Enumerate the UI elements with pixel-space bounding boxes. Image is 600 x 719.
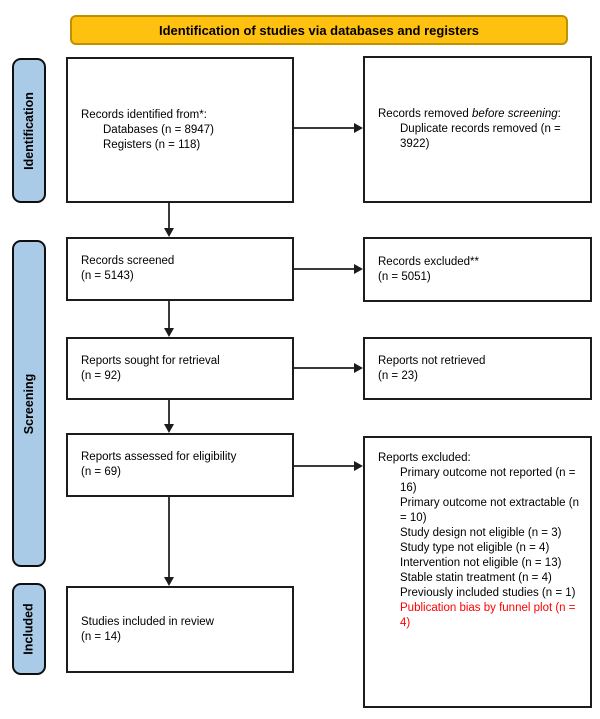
box-records-removed: Records removed before screening: Duplic…	[363, 56, 592, 203]
box-sub-item: Duplicate records removed (n = 3922)	[400, 123, 561, 150]
arrow-down-line-1	[168, 203, 170, 230]
box-line: (n = 14)	[81, 630, 121, 643]
arrow-down-line-4	[168, 497, 170, 578]
box-line: (n = 5143)	[81, 270, 134, 282]
box-line: (n = 92)	[81, 369, 121, 382]
arrow-down-line-3	[168, 400, 170, 425]
phase-label-screening: Screening	[22, 373, 36, 434]
box-line: Reports sought for retrieval	[81, 354, 220, 367]
arrow-right-head-2-icon	[354, 264, 363, 274]
phase-bar-screening: Screening	[12, 240, 46, 567]
box-line: (n = 23)	[378, 369, 418, 382]
arrow-down-head-3-icon	[164, 424, 174, 433]
phase-label-included: Included	[22, 603, 36, 655]
arrow-down-head-4-icon	[164, 577, 174, 586]
excluded-reason-item: Stable statin treatment (n = 4)	[400, 572, 552, 584]
box-title: Reports excluded:	[378, 452, 471, 464]
box-line: Records screened	[81, 255, 175, 267]
box-reports-assessed: Reports assessed for eligibility (n = 69…	[66, 433, 294, 497]
box-line: Records excluded**	[378, 255, 480, 268]
box-title-italic: before screening	[471, 108, 558, 120]
box-records-excluded: Records excluded** (n = 5051)	[363, 237, 592, 302]
box-title: Records identified from*:	[81, 108, 207, 121]
box-title-text: :	[557, 108, 561, 120]
box-reports-not-retrieved: Reports not retrieved (n = 23)	[363, 337, 592, 400]
box-line: (n = 69)	[81, 466, 121, 478]
box-records-identified: Records identified from*: Databases (n =…	[66, 57, 294, 203]
box-line: Reports assessed for eligibility	[81, 451, 237, 463]
excluded-reason-item: Study type not eligible (n = 4)	[400, 542, 550, 554]
box-line: (n = 5051)	[378, 270, 431, 283]
box-reports-excluded-reasons: Reports excluded: Primary outcome not re…	[363, 436, 592, 708]
arrow-right-head-1-icon	[354, 123, 363, 133]
arrow-right-line-3	[294, 367, 355, 369]
arrow-right-line-4	[294, 465, 355, 467]
box-title: Records removed before screening:	[378, 107, 582, 122]
phase-bar-identification: Identification	[12, 58, 46, 203]
diagram-title-banner: Identification of studies via databases …	[70, 15, 568, 45]
arrow-down-head-1-icon	[164, 228, 174, 237]
phase-label-identification: Identification	[22, 91, 36, 170]
excluded-reason-item: Primary outcome not reported (n = 16)	[400, 467, 576, 494]
box-title-text: Records removed	[378, 108, 472, 120]
phase-bar-included: Included	[12, 583, 46, 675]
excluded-reason-item-highlighted: Publication bias by funnel plot (n = 4)	[400, 602, 576, 629]
box-sub-item: Registers (n = 118)	[103, 138, 201, 151]
arrow-down-head-2-icon	[164, 328, 174, 337]
box-line: Studies included in review	[81, 615, 214, 628]
arrow-right-line-1	[294, 127, 355, 129]
arrow-right-head-4-icon	[354, 461, 363, 471]
diagram-title: Identification of studies via databases …	[158, 22, 480, 38]
arrow-down-line-2	[168, 301, 170, 329]
excluded-reason-item: Study design not eligible (n = 3)	[400, 527, 562, 539]
box-sub-item: Databases (n = 8947)	[103, 123, 214, 136]
arrow-right-head-3-icon	[354, 363, 363, 373]
excluded-reason-item: Previously included studies (n = 1)	[400, 587, 576, 599]
excluded-reason-item: Primary outcome not extractable (n = 10)	[400, 497, 579, 524]
box-reports-sought: Reports sought for retrieval (n = 92)	[66, 337, 294, 400]
box-line: Reports not retrieved	[378, 354, 486, 367]
box-records-screened: Records screened (n = 5143)	[66, 237, 294, 301]
arrow-right-line-2	[294, 268, 355, 270]
box-studies-included: Studies included in review (n = 14)	[66, 586, 294, 673]
excluded-reason-item: Intervention not eligible (n = 13)	[400, 557, 562, 569]
